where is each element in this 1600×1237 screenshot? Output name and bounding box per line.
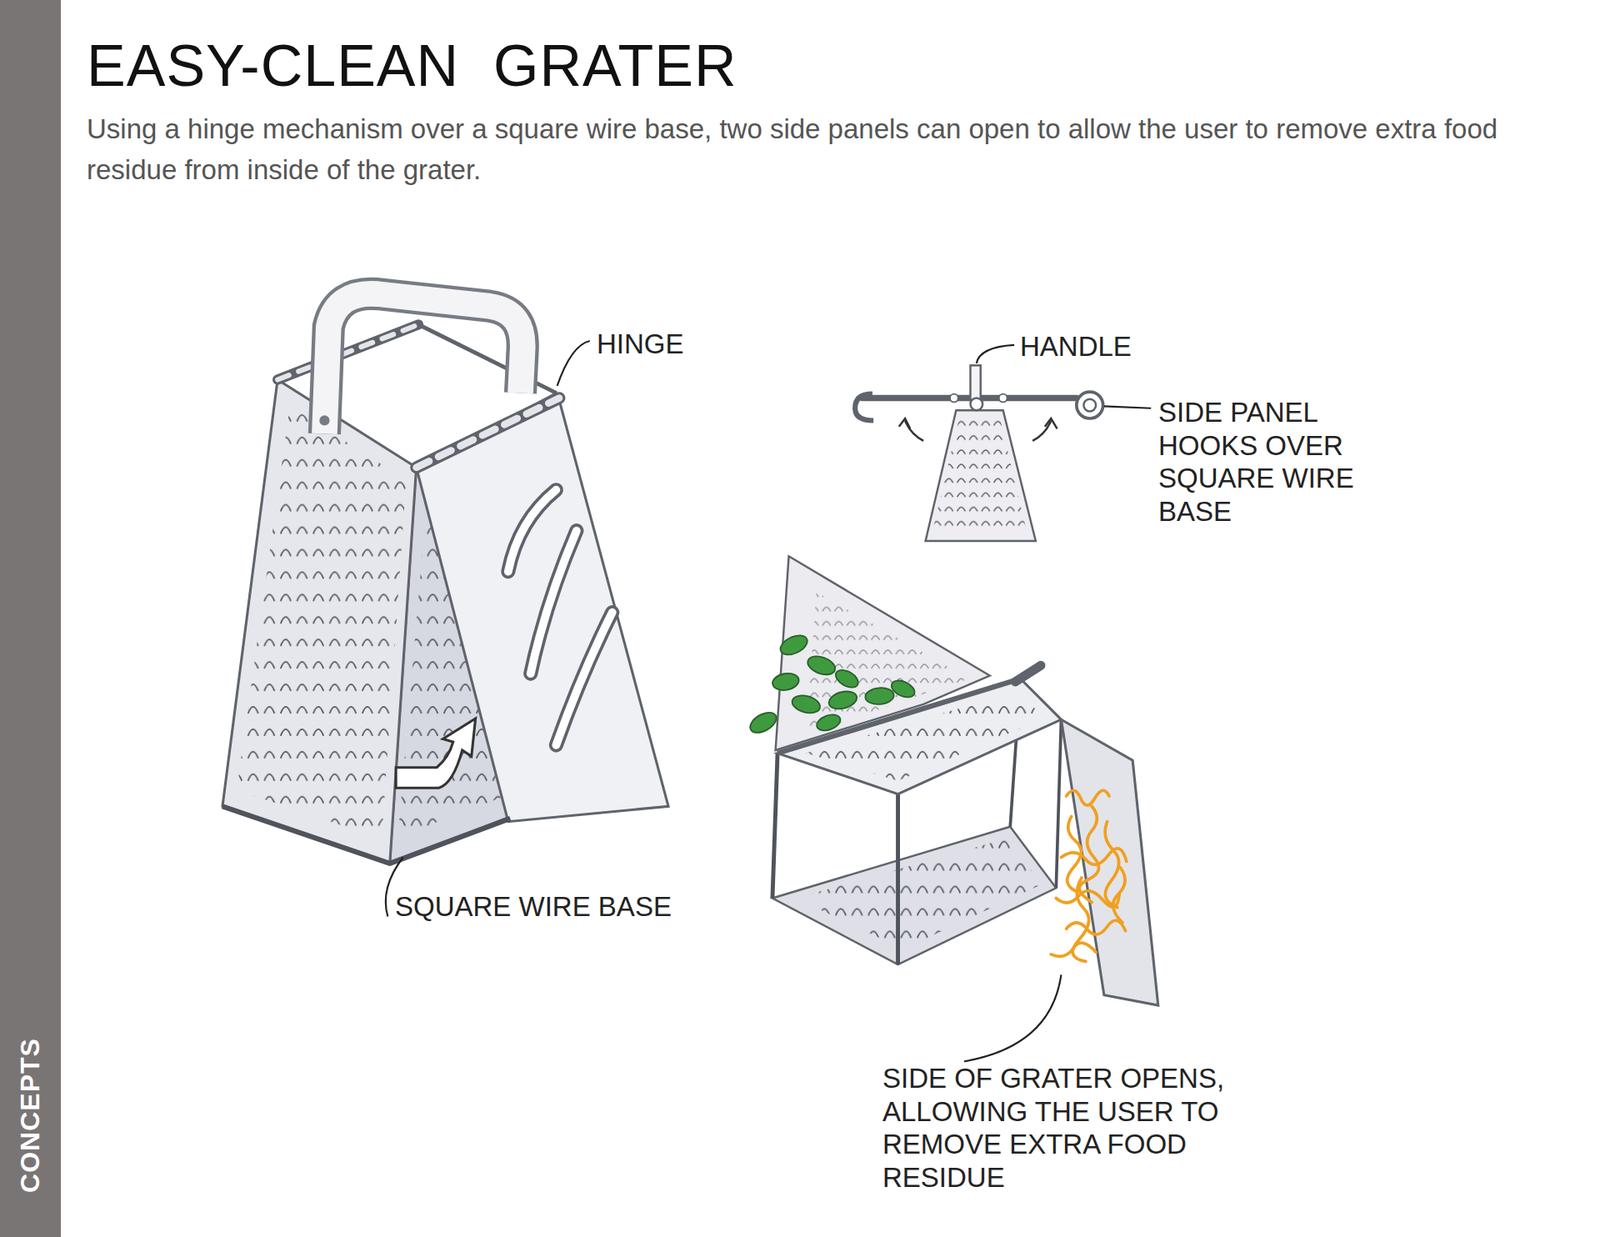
leader-line [976,345,1015,364]
closed-grater [324,293,523,434]
open-grater [1113,867,1125,923]
top-view-sketch [855,365,1104,541]
closed-grater [530,530,577,674]
open-grater [777,631,810,659]
open-grater [815,711,843,734]
open-grater [1015,665,1041,682]
top-view-sketch [925,410,1036,541]
open-grater [832,665,861,691]
top-view-sketch [1076,391,1104,419]
open-grater [1055,719,1061,888]
leader-line [385,340,1151,1061]
closed-grater [277,324,419,380]
caption-text: Using a hinge mechanism over a square wi… [86,108,1579,190]
closed-grater [416,398,560,468]
top-view-sketch [970,398,983,411]
open-grater [1066,790,1110,805]
top-view-sketch [999,394,1008,403]
open-grater [772,753,778,899]
open-grater [746,631,917,737]
closed-grater [416,398,560,468]
open-grater [895,794,900,965]
closed-grater [555,612,612,745]
closed-grater [555,612,612,745]
open-grater [1060,719,1158,1005]
closed-grater [324,293,523,434]
top-view-sketch [855,394,874,421]
open-grater [746,555,1159,1005]
open-grater [770,671,800,693]
open-grater [865,686,895,706]
open-grater [1066,920,1126,935]
open-grater [790,692,822,716]
closed-grater [508,490,557,572]
closed-grater [222,293,669,864]
open-grater [777,678,1061,794]
closed-grater [530,530,577,674]
open-grater [805,652,838,678]
closed-grater [222,379,417,863]
open-grater [889,677,918,701]
closed-grater [277,324,419,380]
part-label: HINGE [596,327,685,361]
open-grater [772,826,1056,965]
section-tab: CONCEPTS [15,1037,46,1193]
leader-line [1104,405,1151,408]
leader-line [964,974,1061,1061]
top-view-sketch [970,365,980,400]
closed-grater [319,415,330,425]
note-label: SIDE PANEL HOOKS OVER SQUARE WIRE BASE [1158,395,1392,528]
page-title: EASY-CLEAN GRATER [86,36,737,95]
closed-grater [222,805,510,864]
leader-line [557,340,590,386]
closed-grater [508,490,557,572]
open-grater [1050,942,1096,956]
open-grater [826,688,859,712]
note-label: SIDE OF GRATER OPENS, ALLOWING THE USER … [882,1061,1250,1194]
open-grater [746,708,780,737]
top-view-sketch [950,394,959,403]
top-view-sketch [899,418,910,429]
top-view-sketch [931,418,1028,535]
part-label: HANDLE [1020,330,1132,364]
top-view-sketch [1083,399,1096,412]
open-grater [1072,877,1089,961]
open-grater [1055,890,1120,907]
open-grater [1050,790,1127,961]
top-view-sketch [1045,418,1058,429]
closed-grater [236,405,406,839]
closed-grater [395,718,476,788]
open-grater [795,838,1043,949]
part-label: SQUARE WIRE BASE [395,890,672,924]
